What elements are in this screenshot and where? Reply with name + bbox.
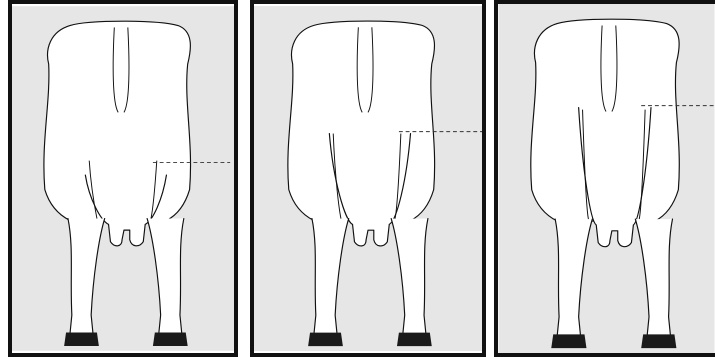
left-hoof — [308, 333, 343, 347]
right-hoof — [153, 332, 188, 346]
panel-high-attachment — [494, 0, 715, 357]
panel-medium-attachment — [250, 0, 486, 357]
panel-low-attachment — [8, 0, 238, 357]
right-hoof — [397, 333, 432, 347]
left-hoof — [64, 332, 99, 346]
right-hoof — [641, 334, 676, 348]
cow-rear-view-illustration — [12, 4, 234, 353]
cow-rear-view-illustration — [498, 4, 715, 353]
left-hoof — [551, 334, 586, 348]
cow-rear-view-illustration — [254, 4, 482, 353]
